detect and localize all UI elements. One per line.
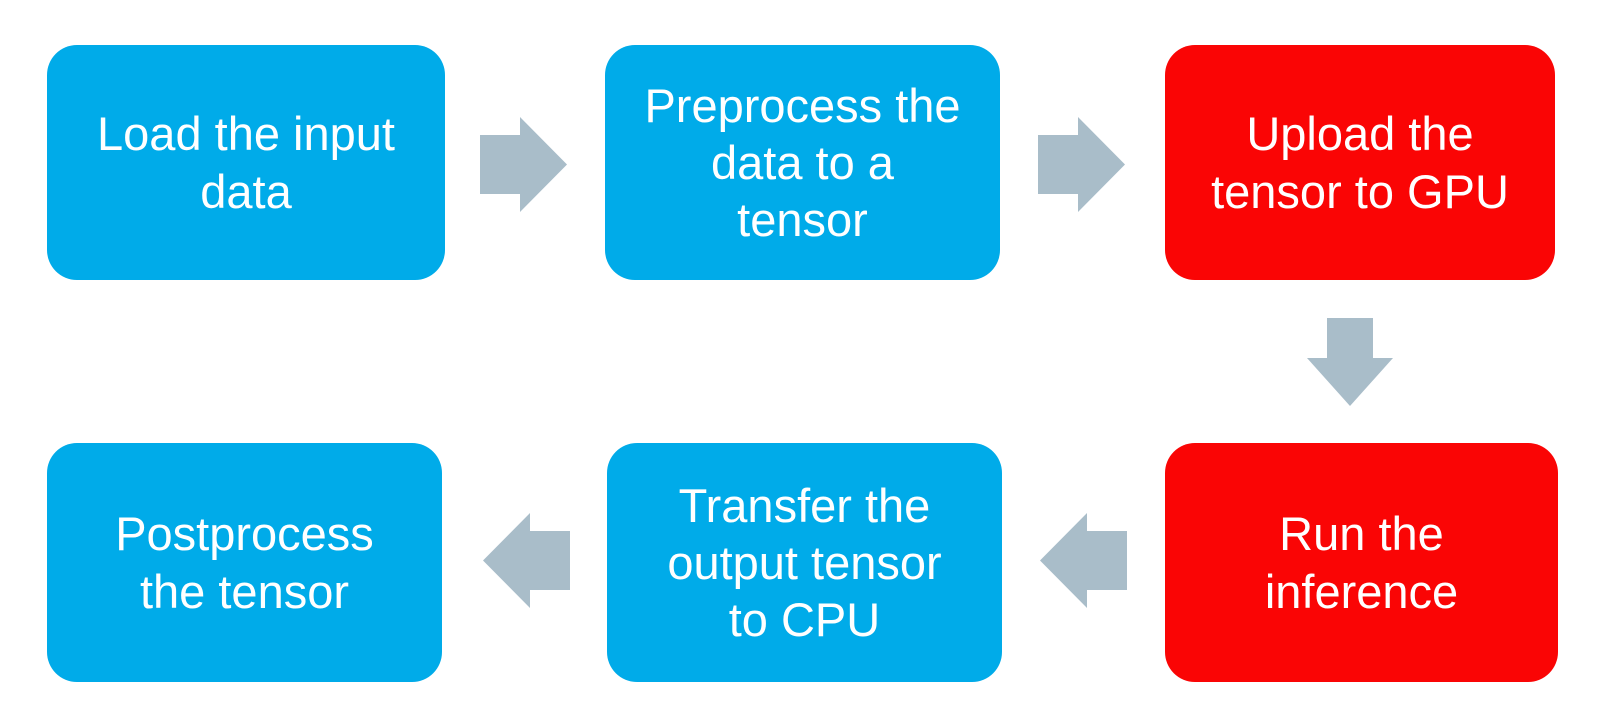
flow-step-load-input-data: Load the input data [47, 45, 445, 280]
arrow-down-icon [1307, 318, 1393, 406]
flow-step-transfer-tensor-cpu: Transfer the output tensor to CPU [607, 443, 1002, 682]
flow-step-preprocess-data: Preprocess the data to a tensor [605, 45, 1000, 280]
arrow-right-icon [1038, 117, 1125, 212]
arrow-left-icon [483, 513, 570, 608]
arrow-left-icon [1040, 513, 1127, 608]
arrow-right-icon [480, 117, 567, 212]
flow-step-postprocess-tensor: Postprocess the tensor [47, 443, 442, 682]
flow-step-upload-tensor-gpu: Upload the tensor to GPU [1165, 45, 1555, 280]
flow-step-run-inference: Run the inference [1165, 443, 1558, 682]
